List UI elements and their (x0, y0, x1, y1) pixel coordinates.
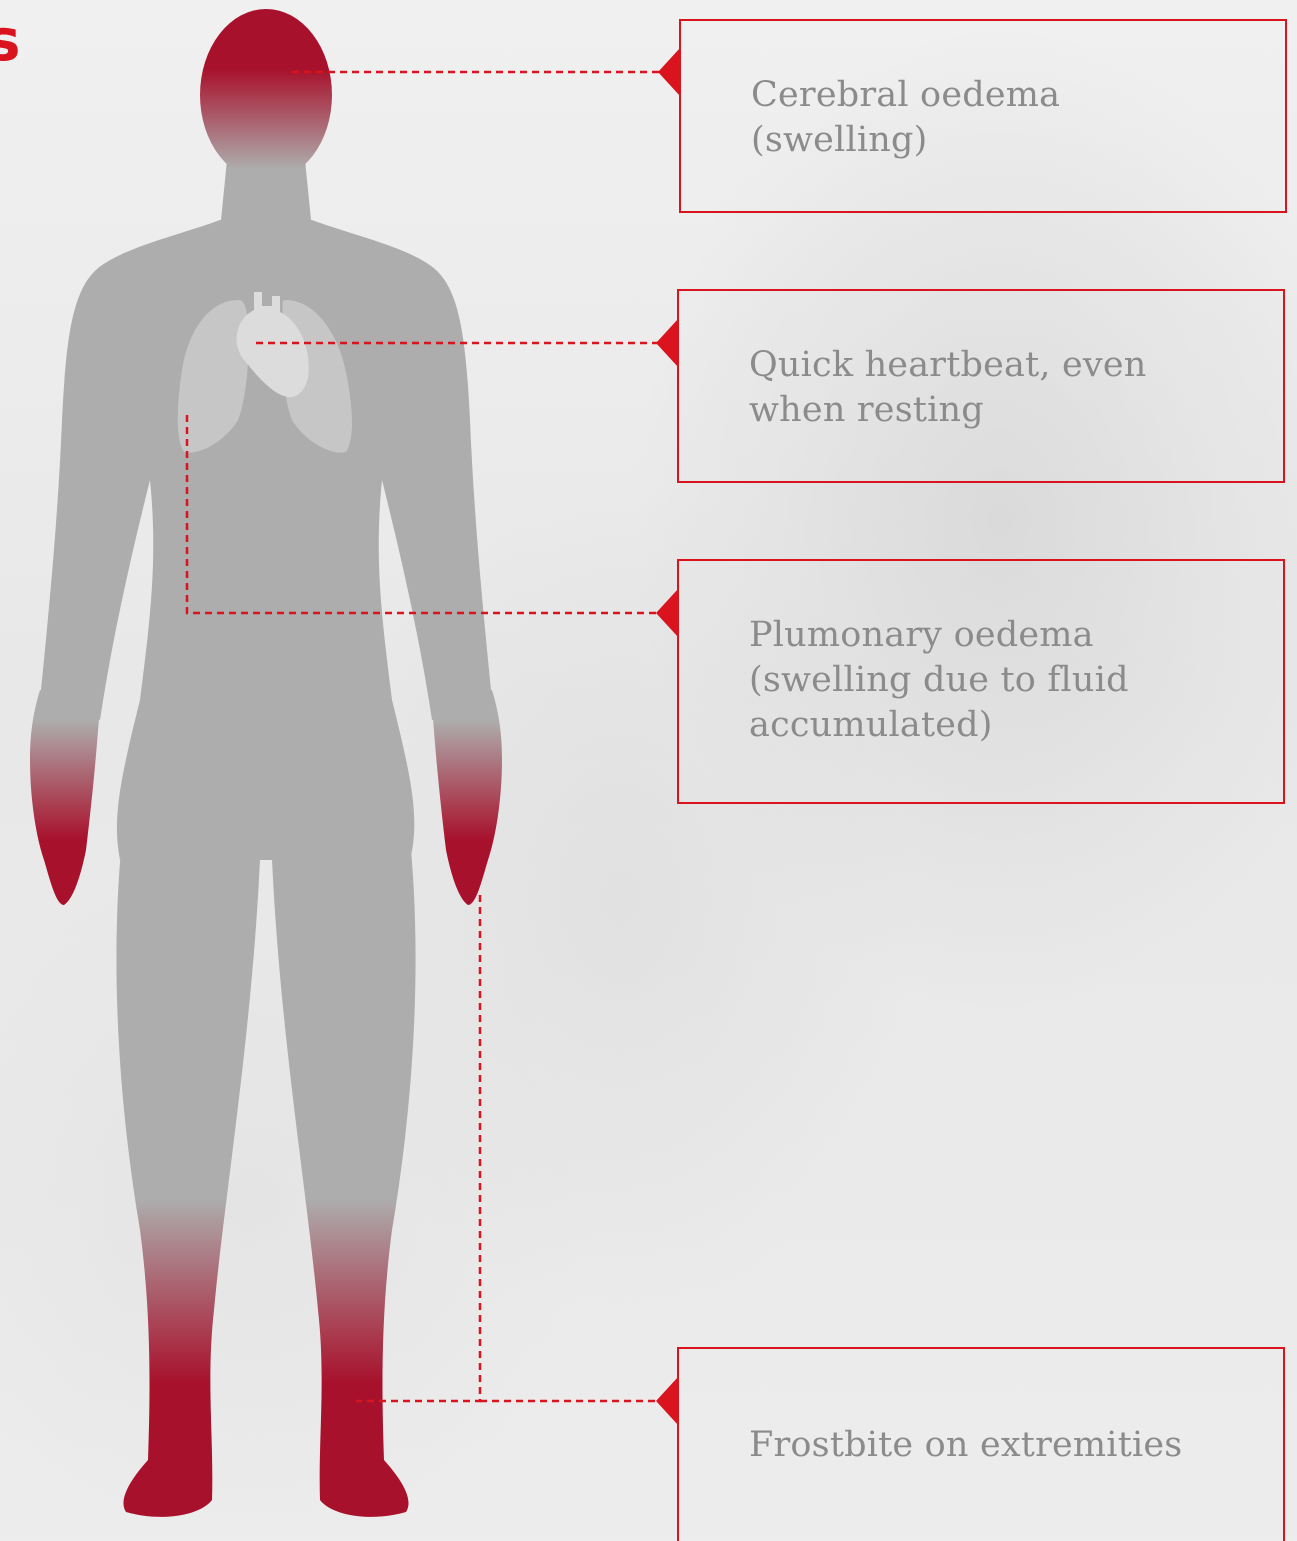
pointer-lungs (656, 589, 678, 637)
callout-extremities: Frostbite on extremities (677, 1347, 1285, 1541)
callout-lungs: Plumonary oedema (swelling due to fluid … (677, 559, 1285, 804)
left-leg (116, 800, 262, 1517)
callout-lungs-text: Plumonary oedema (swelling due to fluid … (749, 613, 1263, 748)
callout-heart-text: Quick heartbeat, even when resting (749, 343, 1263, 433)
human-silhouette (40, 9, 492, 1517)
right-hand (432, 690, 502, 905)
callout-extremities-text: Frostbite on extremities (749, 1423, 1263, 1468)
callout-brain: Cerebral oedema (swelling) (679, 19, 1287, 213)
neck (220, 150, 312, 230)
pointer-heart (656, 319, 678, 367)
callout-brain-text: Cerebral oedema (swelling) (751, 73, 1265, 163)
pointer-brain (658, 48, 680, 96)
right-leg (270, 800, 416, 1517)
pointer-extremities (656, 1377, 678, 1425)
callout-heart: Quick heartbeat, even when resting (677, 289, 1285, 483)
left-hand (30, 690, 100, 905)
